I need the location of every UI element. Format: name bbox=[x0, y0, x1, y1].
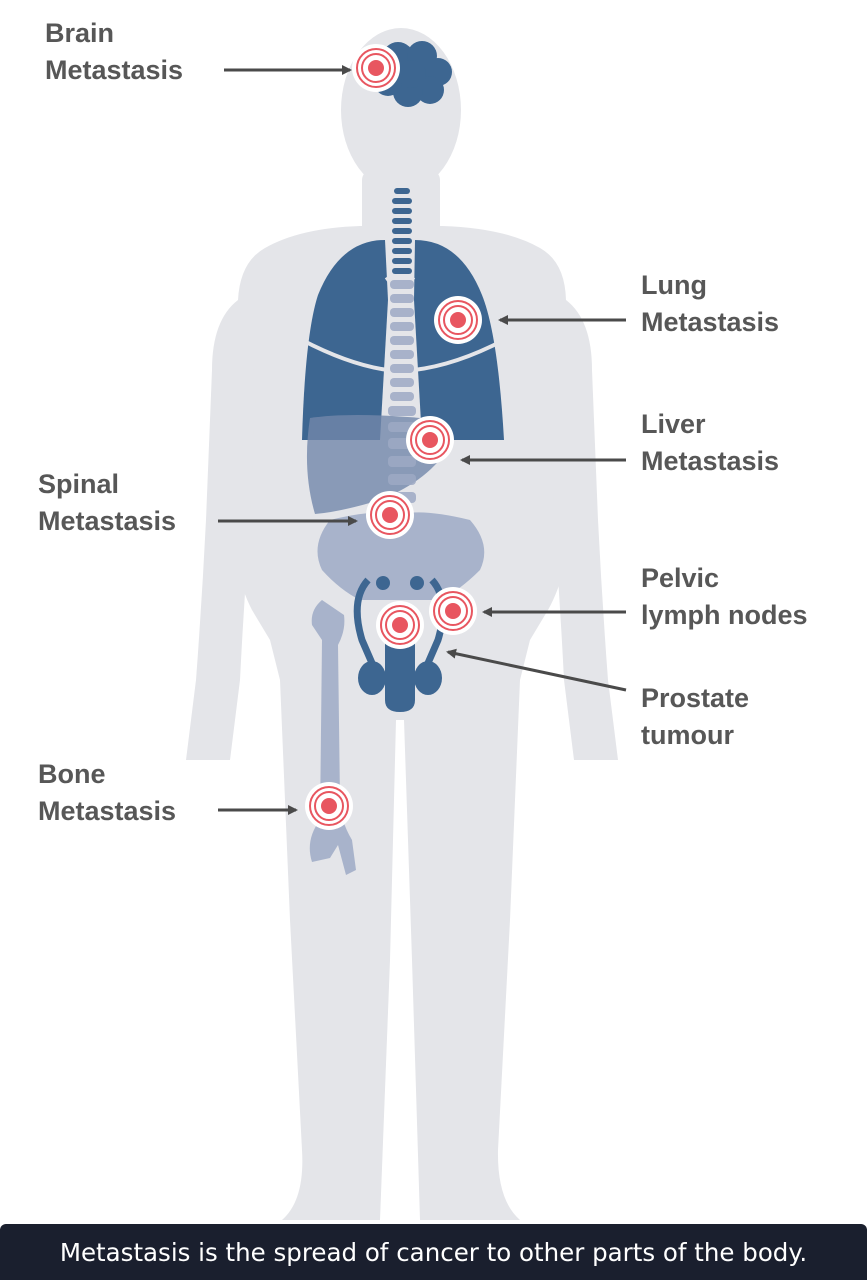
pelvic-label-line2: lymph nodes bbox=[641, 600, 808, 630]
pelvic-lymph-nodes-label: Pelvic lymph nodes bbox=[641, 560, 808, 634]
metastasis-targets bbox=[305, 44, 482, 830]
pointer-arrows bbox=[218, 65, 627, 815]
prostate-label-line2: tumour bbox=[641, 720, 734, 750]
caption-text: Metastasis is the spread of cancer to ot… bbox=[59, 1237, 808, 1267]
liver-metastasis-label: Liver Metastasis bbox=[641, 406, 779, 480]
pelvic-target bbox=[429, 587, 477, 635]
brain-metastasis-label: Brain Metastasis bbox=[45, 15, 183, 89]
prostate-arrow bbox=[446, 648, 627, 692]
spinal-target bbox=[366, 491, 414, 539]
brain-label-line1: Brain bbox=[45, 18, 115, 48]
bone-label-line2: Metastasis bbox=[38, 796, 177, 826]
spinal-label-line1: Spinal bbox=[38, 469, 120, 499]
lung-target bbox=[434, 296, 482, 344]
liver-target bbox=[406, 416, 454, 464]
lung-label-line2: Metastasis bbox=[641, 307, 780, 337]
spine-illustration bbox=[392, 188, 412, 274]
bone-target bbox=[305, 782, 353, 830]
bone-metastasis-label: Bone Metastasis bbox=[38, 756, 176, 830]
liver-label-line1: Liver bbox=[641, 409, 706, 439]
pelvis-illustration bbox=[317, 512, 485, 600]
spinal-metastasis-label: Spinal Metastasis bbox=[38, 466, 176, 540]
lung-label-line1: Lung bbox=[641, 270, 707, 300]
brain-target bbox=[352, 44, 400, 92]
lung-metastasis-label: Lung Metastasis bbox=[641, 267, 779, 341]
spinal-label-line2: Metastasis bbox=[38, 506, 177, 536]
liver-label-line2: Metastasis bbox=[641, 446, 780, 476]
caption-bar: Metastasis is the spread of cancer to ot… bbox=[0, 1224, 867, 1280]
prostate-target bbox=[376, 601, 424, 649]
brain-label-line2: Metastasis bbox=[45, 55, 184, 85]
pelvic-label-line1: Pelvic bbox=[641, 563, 720, 593]
prostate-tumour-label: Prostate tumour bbox=[641, 680, 749, 754]
bone-label-line1: Bone bbox=[38, 759, 106, 789]
prostate-label-line1: Prostate bbox=[641, 683, 750, 713]
